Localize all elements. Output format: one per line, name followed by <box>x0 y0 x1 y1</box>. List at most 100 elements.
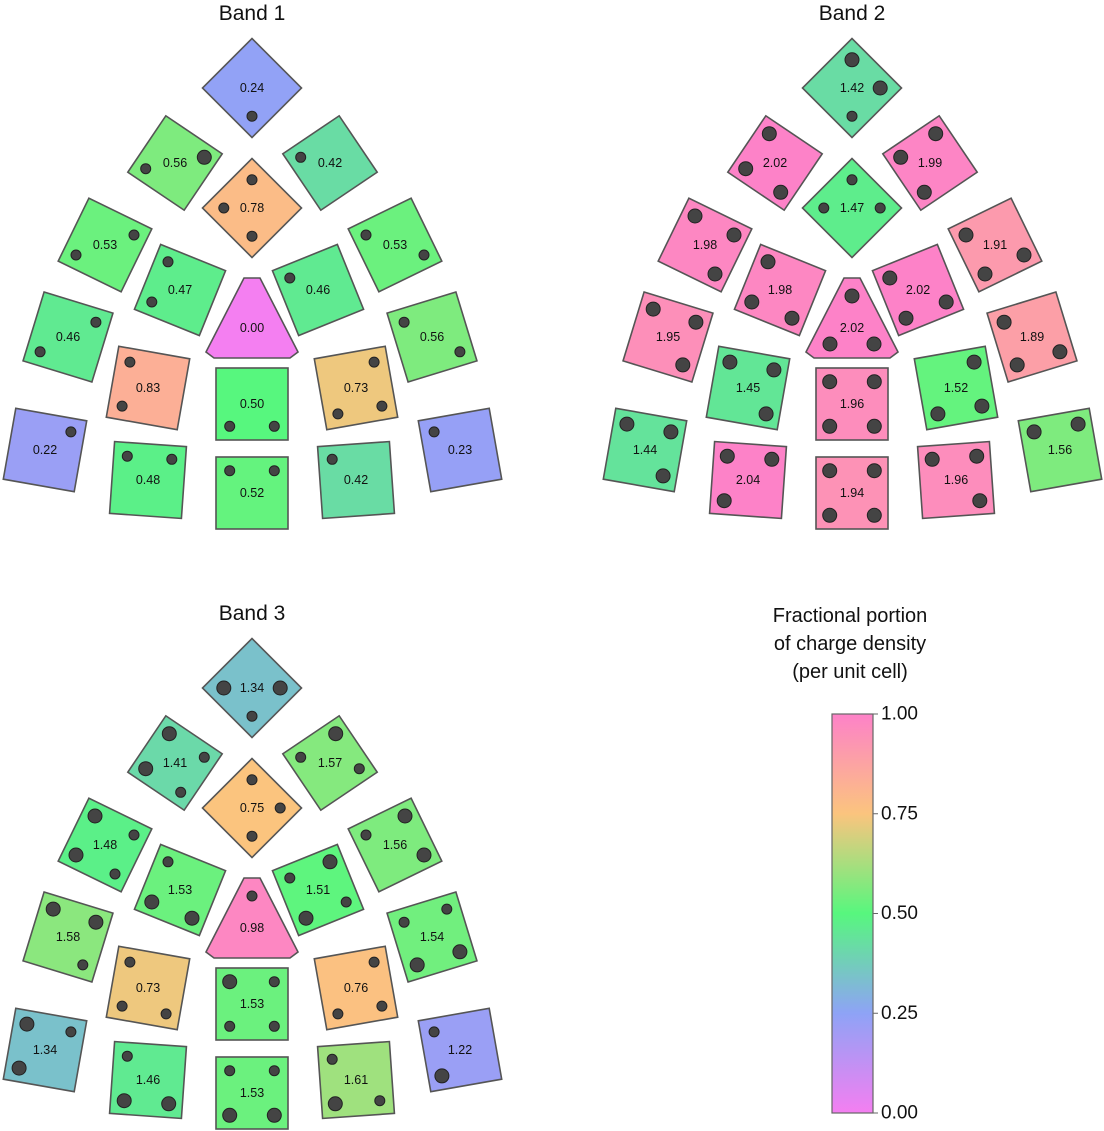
tile-1-13: 0.50 <box>215 367 289 441</box>
atom-dot <box>418 249 430 261</box>
colorbar-tick-label: 0.50 <box>881 903 918 924</box>
atom-dot <box>65 426 77 438</box>
tile-value-label: 0.53 <box>383 238 407 252</box>
tile-1-16: 0.48 <box>108 440 188 520</box>
tile-value-label: 1.34 <box>240 681 264 695</box>
atom-dot <box>284 872 296 884</box>
atom-dot <box>121 1050 133 1062</box>
tile-value-label: 0.73 <box>136 981 160 995</box>
tile-value-label: 2.02 <box>763 156 787 170</box>
square-tile-shape <box>201 37 303 139</box>
atom-dot <box>844 52 860 68</box>
tile-value-label: 0.75 <box>240 801 264 815</box>
atom-dot <box>822 374 838 390</box>
atom-dot <box>726 227 742 243</box>
atom-dot <box>758 406 774 422</box>
atom-dot <box>160 1008 172 1020</box>
atom-dot <box>138 761 154 777</box>
atom-dot <box>360 229 372 241</box>
tile-2-9: 2.02 <box>804 277 900 359</box>
legend-title-line-3: (per unit cell) <box>792 661 908 683</box>
atom-dot <box>655 468 671 484</box>
tile-2-7: 1.98 <box>733 243 827 337</box>
tile-3-4: 0.75 <box>201 757 303 859</box>
atom-dot <box>773 184 789 200</box>
atom-dot <box>11 1060 27 1076</box>
tile-1-1: 0.24 <box>201 37 303 139</box>
tile-1-18: 0.42 <box>316 440 396 520</box>
square-tile-shape <box>126 114 224 212</box>
tile-1-19: 0.23 <box>417 407 503 493</box>
atom-dot <box>938 294 954 310</box>
tile-2-12: 1.45 <box>705 345 791 431</box>
tile-value-label: 1.47 <box>840 201 864 215</box>
tile-value-label: 0.76 <box>344 981 368 995</box>
tile-1-2: 0.56 <box>126 114 224 212</box>
atom-dot <box>161 726 177 742</box>
atom-dot <box>663 424 679 440</box>
colorbar-ticks: 1.000.750.500.250.00 <box>873 704 918 1124</box>
atom-dot <box>687 208 703 224</box>
atom-dot <box>928 126 944 142</box>
tile-3-12: 0.73 <box>105 945 191 1031</box>
square-tile-shape <box>201 757 303 859</box>
atom-dot <box>974 398 990 414</box>
tile-2-2: 2.02 <box>726 114 824 212</box>
square-tile-shape <box>57 797 153 893</box>
square-tile-shape <box>657 197 753 293</box>
tile-2-6: 1.91 <box>947 197 1043 293</box>
atom-dot <box>34 346 46 358</box>
tile-value-label: 1.99 <box>918 156 942 170</box>
square-tile-shape <box>801 157 903 259</box>
tile-value-label: 1.89 <box>1020 330 1044 344</box>
square-tile-shape <box>201 637 303 739</box>
square-tile-shape <box>871 243 965 337</box>
tile-value-label: 0.22 <box>33 443 57 457</box>
tile-value-label: 1.48 <box>93 838 117 852</box>
square-tile-shape <box>313 945 399 1031</box>
tile-3-13: 1.53 <box>215 967 289 1041</box>
atom-dot <box>844 288 860 304</box>
tile-3-18: 1.61 <box>316 1040 396 1120</box>
tile-value-label: 1.56 <box>1048 443 1072 457</box>
tile-1-9: 0.00 <box>204 277 300 359</box>
tile-value-label: 1.91 <box>983 238 1007 252</box>
triangle-tile-shape <box>204 877 300 959</box>
atom-dot <box>272 680 288 696</box>
colorbar-tick-label: 0.25 <box>881 1003 918 1024</box>
tile-value-label: 1.96 <box>944 473 968 487</box>
tile-value-label: 0.98 <box>240 921 264 935</box>
tile-value-label: 1.57 <box>318 756 342 770</box>
atom-dot <box>882 270 898 286</box>
atom-dot <box>295 751 307 763</box>
tile-value-label: 0.48 <box>136 473 160 487</box>
atom-dot <box>822 507 838 523</box>
atom-dot <box>766 362 782 378</box>
atom-dot <box>846 174 858 186</box>
atom-dot <box>764 451 780 467</box>
tile-3-16: 1.46 <box>108 1040 188 1120</box>
tile-1-5: 0.53 <box>57 197 153 293</box>
atom-dot <box>116 400 128 412</box>
atom-dot <box>374 1095 386 1107</box>
atom-dot <box>166 453 178 465</box>
square-tile-shape <box>386 291 478 383</box>
tile-2-16: 2.04 <box>708 440 788 520</box>
atom-dot <box>675 357 691 373</box>
tile-1-7: 0.47 <box>133 243 227 337</box>
atom-dot <box>268 1065 280 1077</box>
atom-dot <box>328 726 344 742</box>
atom-dot <box>224 465 236 477</box>
atom-dot <box>326 453 338 465</box>
tile-2-3: 1.99 <box>881 114 979 212</box>
atom-dot <box>162 856 174 868</box>
tile-1-15: 0.22 <box>2 407 88 493</box>
atom-dot <box>707 266 723 282</box>
atom-dot <box>246 174 258 186</box>
tile-value-label: 1.95 <box>656 330 680 344</box>
atom-dot <box>398 916 410 928</box>
tile-3-14: 0.76 <box>313 945 399 1031</box>
atom-dot <box>866 507 882 523</box>
atom-dot <box>441 903 453 915</box>
